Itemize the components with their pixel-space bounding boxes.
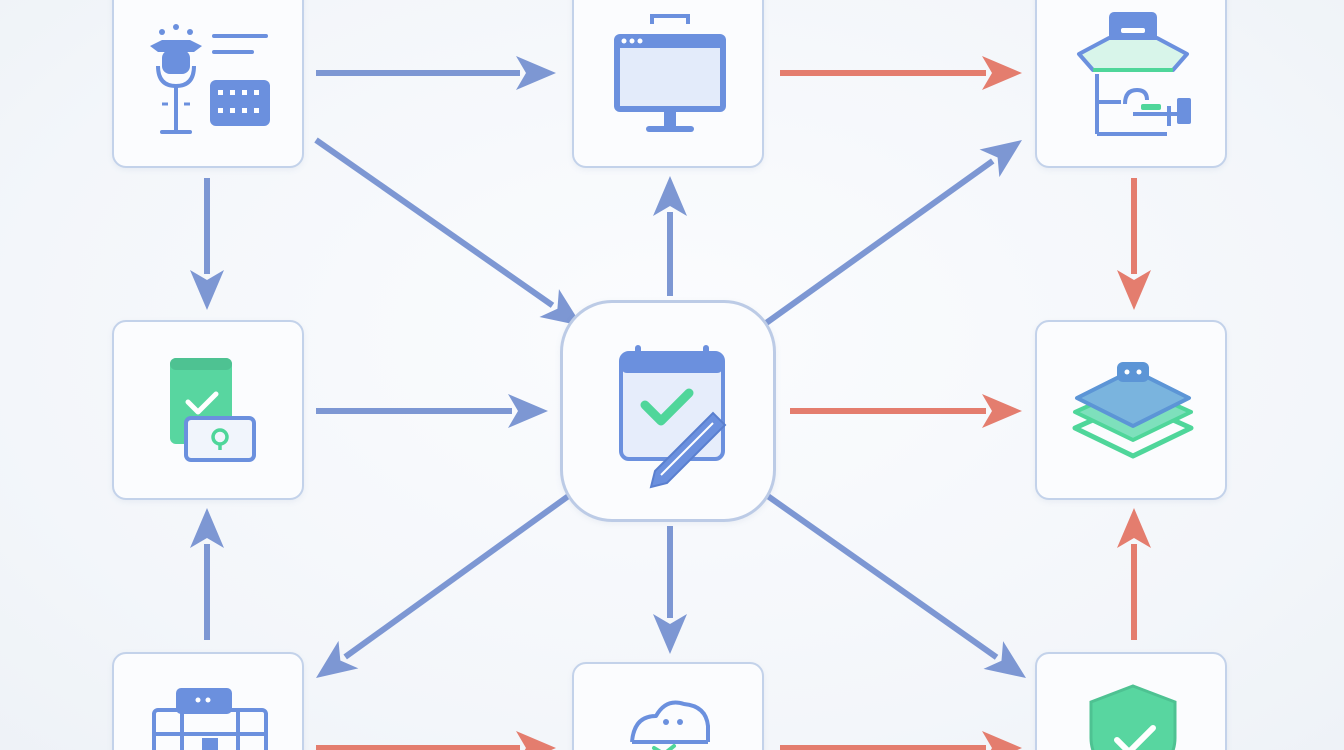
node-layer-stack xyxy=(1035,320,1227,500)
edge-hub-to-n8 xyxy=(653,526,687,654)
edge-n3-to-n6 xyxy=(1117,178,1151,310)
edge-arrowhead xyxy=(316,640,359,678)
edge-hub-to-n2 xyxy=(653,176,687,296)
mobile-location-check-icon xyxy=(170,358,256,462)
edge-n1-to-n4 xyxy=(190,178,224,310)
edge-arrowhead xyxy=(982,731,1022,750)
edge-n1-to-hub xyxy=(314,137,582,326)
edge-arrowhead xyxy=(1117,270,1151,310)
edge-n7-to-n8 xyxy=(316,731,556,750)
edge-line xyxy=(760,489,999,660)
edge-arrowhead xyxy=(190,508,224,548)
edge-line xyxy=(760,158,995,329)
monitor-window-icon xyxy=(614,14,726,132)
node-cloud-robot xyxy=(572,662,764,750)
voice-assistant-settings-icon xyxy=(150,24,270,134)
edge-n2-to-n3 xyxy=(780,56,1022,90)
node-packaging-station xyxy=(1035,0,1227,168)
edge-n8-to-n9 xyxy=(780,731,1022,750)
edge-hub-to-n3 xyxy=(760,140,1022,329)
cloud-robot-icon xyxy=(630,700,710,750)
edge-hub-to-n6 xyxy=(790,394,1022,428)
node-shield-check xyxy=(1035,652,1227,750)
edge-arrowhead xyxy=(979,140,1022,178)
edge-line xyxy=(343,489,576,660)
edge-arrowhead xyxy=(516,731,556,750)
node-building-grid xyxy=(112,652,304,750)
edge-arrowhead xyxy=(982,56,1022,90)
edge-hub-to-n7 xyxy=(316,489,576,678)
edge-hub-to-n9 xyxy=(760,489,1026,678)
edge-n4-to-hub xyxy=(316,394,548,428)
node-voice-assistant xyxy=(112,0,304,168)
building-grid-icon xyxy=(152,688,268,750)
node-mobile-location xyxy=(112,320,304,500)
edge-arrowhead xyxy=(539,289,582,326)
hub-calendar-check xyxy=(560,300,776,522)
edge-n1-to-n2 xyxy=(316,56,556,90)
edge-arrowhead xyxy=(516,56,556,90)
edge-arrowhead xyxy=(653,176,687,216)
node-monitor xyxy=(572,0,764,168)
edge-arrowhead xyxy=(983,641,1026,678)
edge-arrowhead xyxy=(508,394,548,428)
edge-n9-to-n6 xyxy=(1117,508,1151,640)
layer-stack-icon xyxy=(1072,362,1194,459)
edge-n7-to-n4 xyxy=(190,508,224,640)
edge-arrowhead xyxy=(982,394,1022,428)
calendar-check-edit-icon xyxy=(619,345,727,489)
edge-arrowhead xyxy=(190,270,224,310)
edge-line xyxy=(314,137,555,308)
packaging-station-icon xyxy=(1077,12,1191,136)
shield-check-icon xyxy=(1089,684,1177,750)
edge-arrowhead xyxy=(653,614,687,654)
edge-arrowhead xyxy=(1117,508,1151,548)
